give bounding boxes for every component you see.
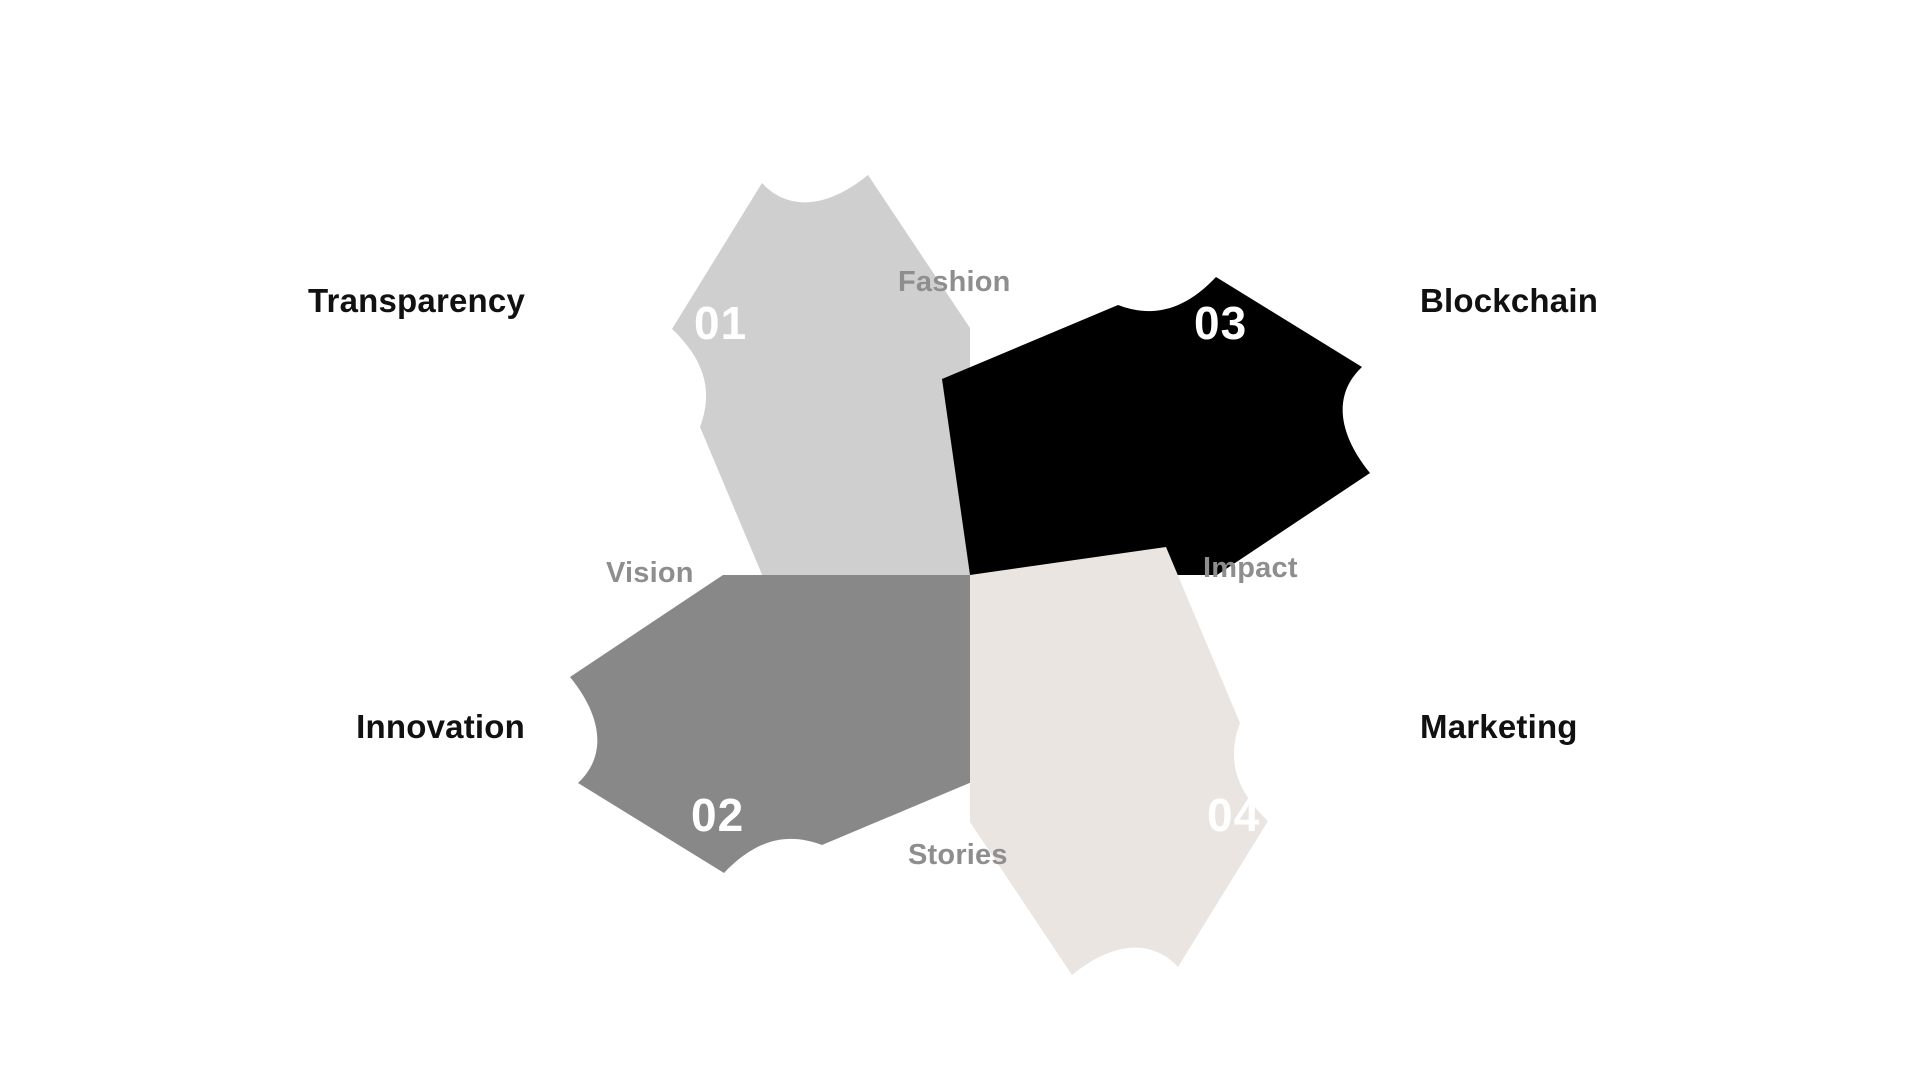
segment-04-shape[interactable]: [970, 547, 1268, 975]
inner-label-impact: Impact: [1203, 552, 1298, 584]
segment-01-shape[interactable]: [672, 175, 970, 603]
inner-label-fashion: Fashion: [898, 266, 1011, 298]
inner-label-stories: Stories: [908, 839, 1008, 871]
outer-label-transparency: Transparency: [307, 282, 525, 319]
segment-number-04: 04: [1207, 789, 1261, 841]
segment-number-01: 01: [694, 297, 748, 349]
segment-02-shape[interactable]: [570, 575, 998, 873]
outer-label-innovation: Innovation: [356, 708, 525, 745]
segment-number-02: 02: [691, 789, 745, 841]
outer-label-blockchain: Blockchain: [1420, 282, 1599, 319]
inner-label-vision: Vision: [606, 557, 694, 589]
segment-03-shape[interactable]: [942, 277, 1370, 575]
outer-label-marketing: Marketing: [1420, 708, 1578, 745]
segment-number-03: 03: [1194, 297, 1248, 349]
